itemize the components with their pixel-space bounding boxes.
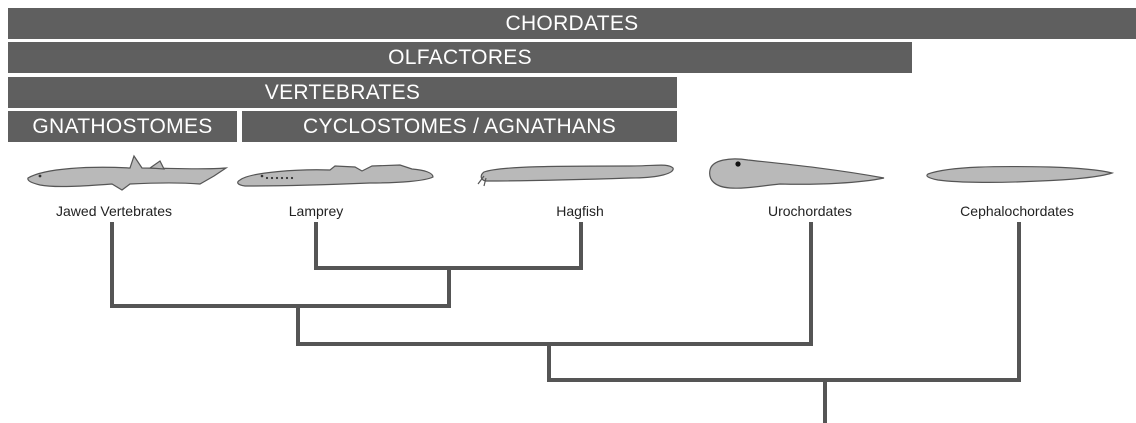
tree-branches	[112, 222, 1019, 423]
lancelet-icon	[927, 167, 1112, 183]
taxon-cephalochordates: Cephalochordates	[960, 203, 1074, 219]
lamprey-icon	[238, 165, 433, 186]
hagfish-icon	[478, 165, 673, 186]
shark-icon	[28, 156, 226, 190]
taxon-hagfish: Hagfish	[556, 203, 603, 219]
tunicate-larva-icon	[710, 159, 884, 188]
taxon-jawed-vertebrates: Jawed Vertebrates	[56, 203, 172, 219]
taxon-lamprey: Lamprey	[289, 203, 343, 219]
taxon-urochordates: Urochordates	[768, 203, 852, 219]
